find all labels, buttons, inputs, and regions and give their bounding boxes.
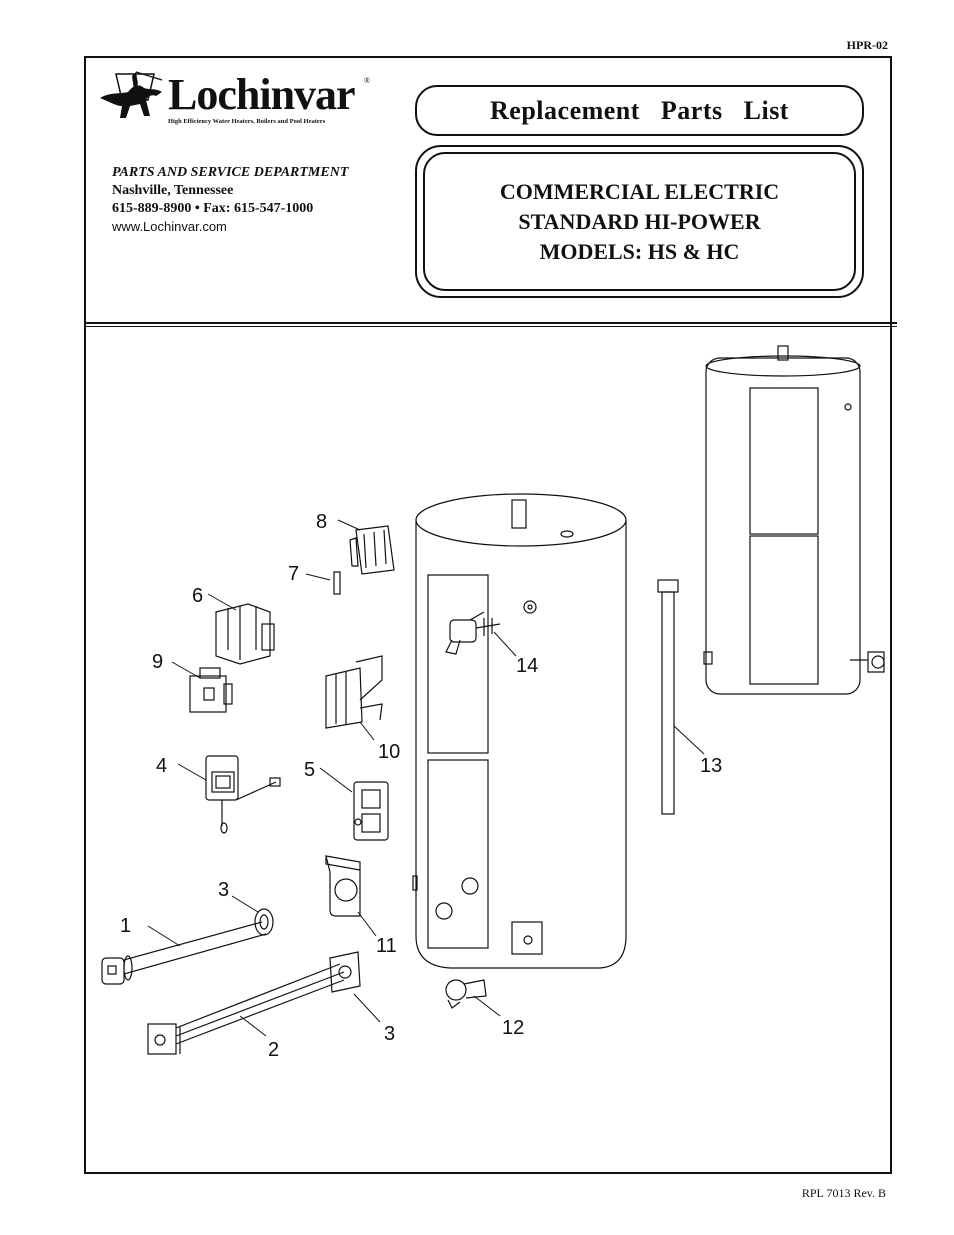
page-frame [84, 56, 892, 1174]
part-2-flange-element [147, 963, 345, 1055]
callout-label: 9 [152, 651, 163, 673]
department-info: PARTS AND SERVICE DEPARTMENT Nashville, … [112, 164, 348, 236]
callout-label: 3 [218, 879, 229, 901]
callout-label: 1 [120, 915, 131, 937]
callout-label: 3 [384, 1023, 395, 1045]
model-line-2: STANDARD HI-POWER [518, 208, 761, 234]
exploded-parts-diagram: 1 2 3 3 4 5 6 7 8 9 10 11 12 13 14 [101, 345, 885, 1061]
revision-number: RPL 7013 Rev. B [801, 1186, 886, 1200]
page-title: Replacement Parts List [415, 85, 864, 136]
part-1-heating-element [101, 921, 267, 985]
callout-label: 5 [304, 759, 315, 781]
part-11-insulation-cover [325, 855, 361, 917]
callout-label: 14 [516, 655, 538, 677]
page-title-text: Replacement Parts List [490, 95, 789, 125]
model-line-1: COMMERCIAL ELECTRIC [499, 178, 780, 204]
callout-label: 10 [378, 741, 400, 763]
part-13-anode-rod [657, 579, 679, 815]
department-website: www.Lochinvar.com [112, 219, 227, 234]
registered-mark: ® [364, 76, 371, 85]
callout-label: 12 [502, 1017, 524, 1039]
callout-label: 8 [316, 511, 327, 533]
callout-label: 7 [288, 563, 299, 585]
callout-label: 13 [700, 755, 722, 777]
callout-label: 2 [268, 1039, 279, 1061]
model-box: COMMERCIAL ELECTRIC STANDARD HI-POWER MO… [415, 145, 864, 298]
part-5-thermostat [353, 781, 389, 841]
part-10-contactor [325, 655, 383, 729]
part-14-tp-valve [445, 611, 501, 655]
part-3-gasket-upper [254, 908, 274, 936]
callout-numbers: 1 2 3 3 4 5 6 7 8 9 10 11 12 13 14 [120, 511, 722, 1061]
callout-label: 6 [192, 585, 203, 607]
header-divider [84, 322, 897, 327]
model-line-3: MODELS: HS & HC [539, 238, 740, 264]
department-title: PARTS AND SERVICE DEPARTMENT [112, 165, 349, 180]
horse-rider-icon [100, 71, 163, 118]
callout-leader-lines [147, 519, 705, 1037]
front-water-heater [412, 493, 627, 969]
department-phone: 615-889-8900 • Fax: 615-547-1000 [112, 201, 314, 216]
document-code: HPR-02 [846, 38, 888, 52]
callout-label: 11 [376, 935, 397, 957]
callout-label: 4 [156, 755, 167, 777]
brand-tagline: High Efficiency Water Heaters, Boilers a… [168, 118, 326, 125]
rear-water-heater [703, 345, 885, 695]
brand-name: Lochinvar [168, 70, 356, 119]
part-8-terminal-block [349, 525, 395, 575]
model-box-inner: COMMERCIAL ELECTRIC STANDARD HI-POWER MO… [423, 152, 856, 291]
department-location: Nashville, Tennessee [112, 183, 234, 198]
part-3-gasket-lower [329, 951, 361, 993]
part-9-transformer [189, 667, 233, 713]
part-12-drain-valve [445, 979, 487, 1009]
lochinvar-logo: Lochinvar ® High Efficiency Water Heater… [96, 70, 386, 130]
part-6-contactor [215, 603, 275, 665]
part-4-thermostat [205, 755, 281, 834]
part-7-fuse [333, 571, 341, 595]
